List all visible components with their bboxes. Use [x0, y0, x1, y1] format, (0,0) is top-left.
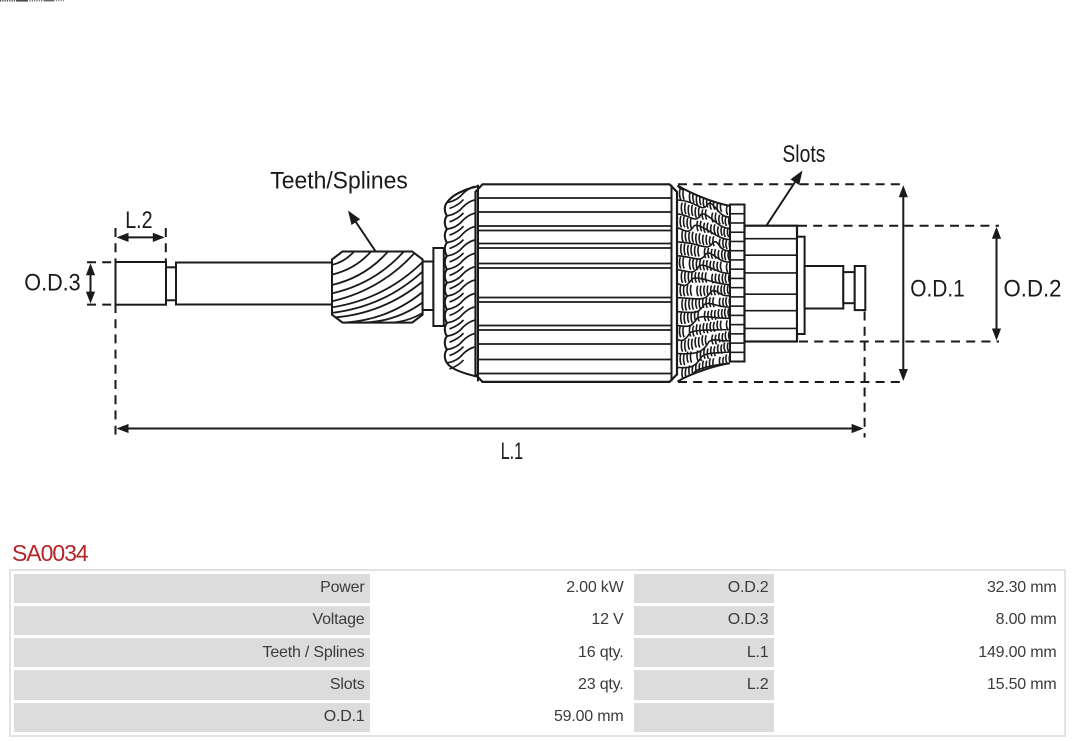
svg-text:Slots: Slots: [782, 141, 825, 168]
svg-text:Teeth/Splines: Teeth/Splines: [270, 167, 408, 194]
svg-text:L.2: L.2: [125, 207, 152, 234]
svg-text:O.D.3: O.D.3: [24, 269, 80, 296]
svg-text:O.D.2: O.D.2: [1004, 275, 1062, 302]
svg-text:L.1: L.1: [501, 438, 523, 465]
svg-text:O.D.1: O.D.1: [910, 275, 965, 302]
